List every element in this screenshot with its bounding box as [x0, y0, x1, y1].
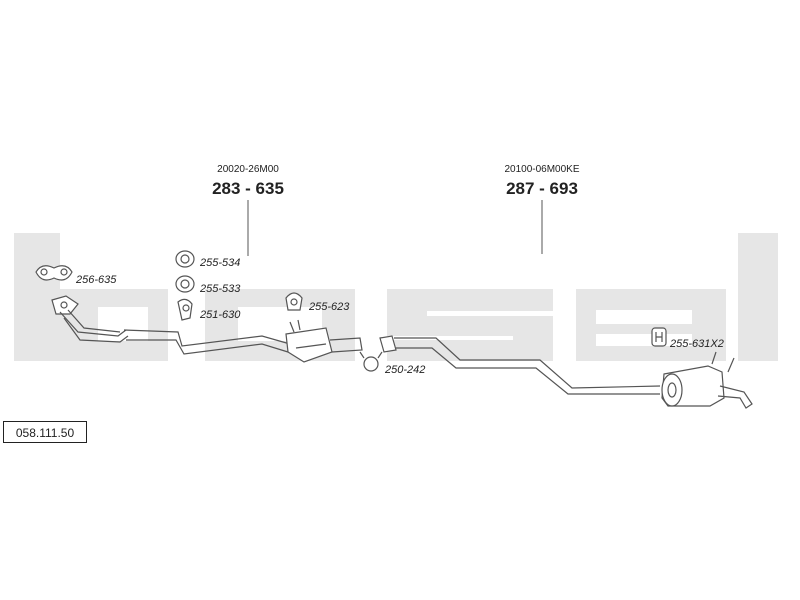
- fitting-label: 255-533: [199, 283, 241, 295]
- bosal-watermark-logo: [14, 233, 778, 361]
- assembly-part-number: 283 - 635: [212, 179, 284, 198]
- clamp-icon: [359, 351, 383, 372]
- rubber-ring-icon: [175, 250, 195, 268]
- fitting-label: 255-534: [199, 257, 240, 269]
- rear-pipe-assembly: [379, 335, 753, 409]
- fitting-255-623: 255-623: [285, 292, 350, 313]
- fitting-255-533: 255-533: [175, 275, 241, 295]
- fitting-label: 256-635: [75, 274, 117, 286]
- rubber-hanger-icon: [285, 292, 303, 311]
- fitting-label: 251-630: [199, 309, 241, 321]
- assembly-callout-front: 20020-26M00 283 - 635: [212, 164, 284, 256]
- front-pipe-assembly: [51, 295, 363, 363]
- flange-gasket-icon: [35, 265, 73, 281]
- rubber-ring-icon: [175, 275, 195, 293]
- fitting-label: 250-242: [384, 364, 425, 376]
- h-hanger-icon: [651, 327, 667, 347]
- reference-number-box: 058.111.50: [3, 421, 87, 443]
- assembly-part-number: 287 - 693: [506, 179, 578, 198]
- assembly-code: 20100-06M00KE: [504, 164, 579, 175]
- bracket-icon: [177, 298, 193, 321]
- fitting-251-630: 251-630: [177, 298, 241, 321]
- fitting-label: 255-623: [308, 301, 350, 313]
- reference-number: 058.111.50: [15, 426, 75, 440]
- fitting-256-635: 256-635: [35, 265, 117, 286]
- fitting-255-534: 255-534: [175, 250, 240, 269]
- fitting-250-242: 250-242: [359, 351, 425, 376]
- assembly-code: 20020-26M00: [217, 164, 279, 175]
- assembly-callout-rear: 20100-06M00KE 287 - 693: [504, 164, 580, 254]
- fitting-255-631X2: 255-631X2: [651, 327, 724, 350]
- fitting-label: 255-631X2: [669, 338, 724, 350]
